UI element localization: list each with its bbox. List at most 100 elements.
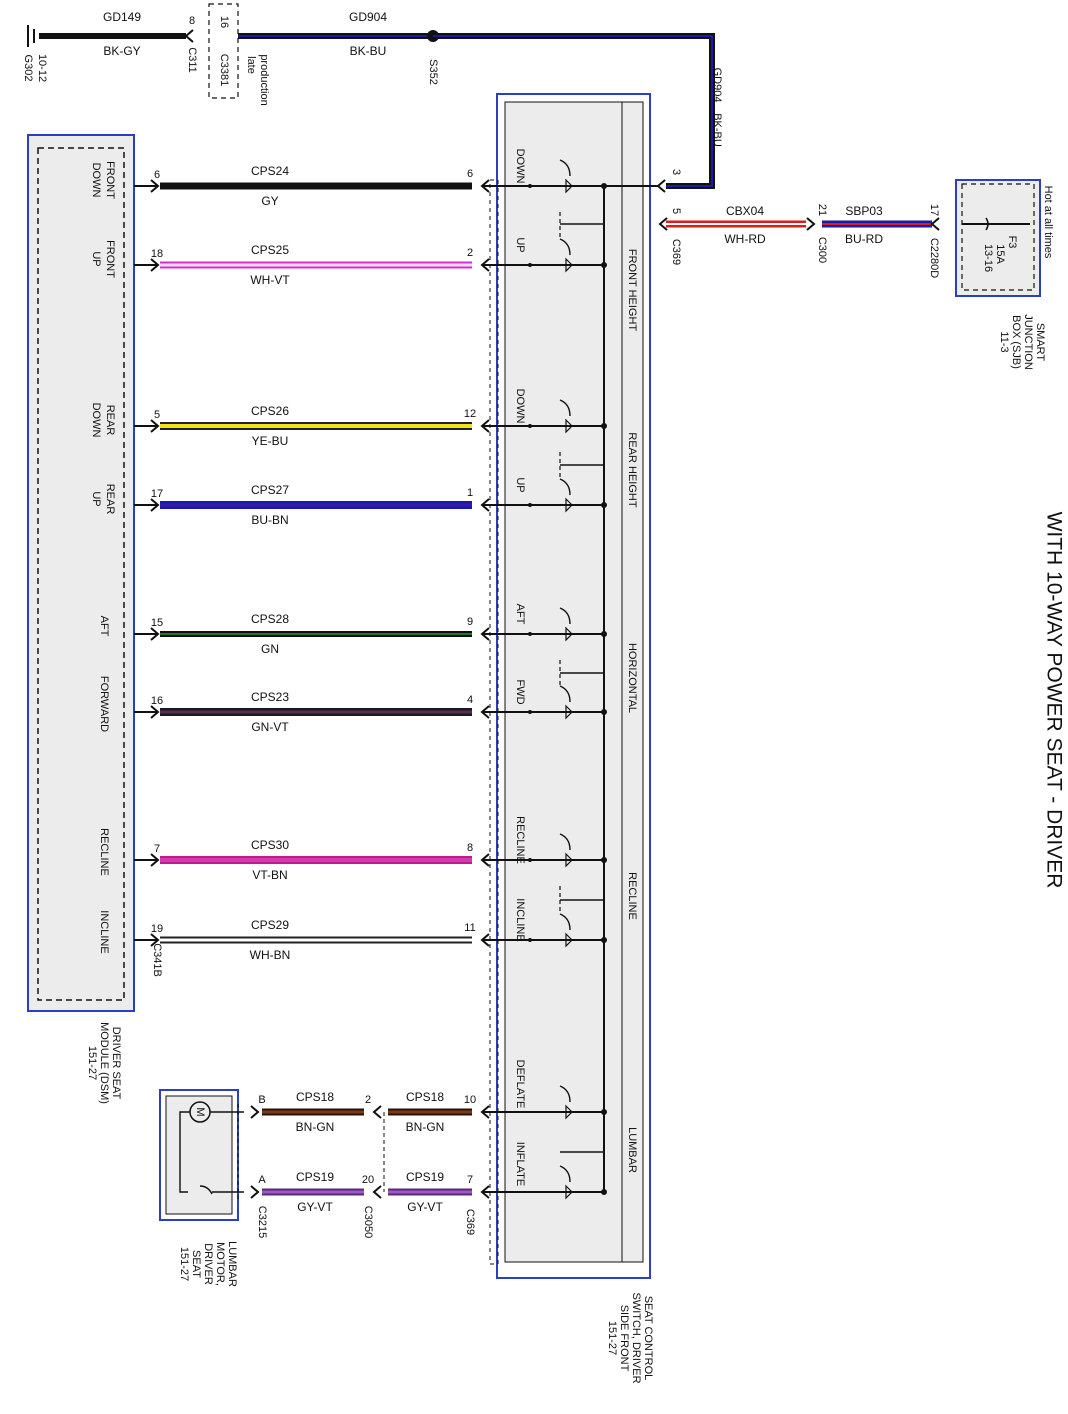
wire-color-label: BN-GN <box>406 1120 445 1134</box>
switch-contact <box>559 238 571 256</box>
wire-circuit-label: CPS25 <box>251 243 289 257</box>
fuse-amp: 15A <box>994 244 1006 264</box>
switch-position-label: AFT <box>514 604 526 625</box>
junction-dot <box>601 423 607 429</box>
connector-name: C3381 <box>218 54 230 86</box>
switch-contact <box>559 478 571 496</box>
connector-pin: 17 <box>928 204 940 216</box>
switch-contact <box>565 704 573 720</box>
lumbar-motor-label: MOTOR, <box>214 1242 226 1286</box>
connector-pin: 9 <box>467 616 473 628</box>
connector-name: C300 <box>816 237 828 263</box>
connector-pin: B <box>258 1094 265 1106</box>
connector-arrow <box>930 217 940 231</box>
wire-gd904-vertical <box>433 35 713 187</box>
connector-pin: 6 <box>467 168 473 180</box>
wire-circuit-label: CPS29 <box>251 918 289 932</box>
lumbar-motor-label: LUMBAR <box>226 1241 238 1287</box>
wire-color-label: BU-BN <box>251 513 288 527</box>
junction-dot <box>601 1189 607 1195</box>
wire-circuit-label: GD149 <box>103 10 141 24</box>
junction-dot <box>601 262 607 268</box>
lumbar-motor-label: SEAT <box>190 1250 202 1278</box>
switch-contact <box>565 497 573 513</box>
dsm-circuit-label: REAR <box>104 484 116 515</box>
switch-group-label: REAR HEIGHT <box>626 432 638 507</box>
connector-pin: A <box>258 1174 266 1186</box>
wire-color-label: YE-BU <box>252 434 289 448</box>
connector-note: late <box>245 56 257 74</box>
junction-dot <box>601 183 607 189</box>
sjb-label: BOX (SJB) <box>1010 315 1022 369</box>
switch-contact <box>565 852 573 868</box>
connector-arrow <box>372 1105 382 1119</box>
connector-pin: 2 <box>467 247 473 259</box>
junction-dot <box>528 184 532 188</box>
connector-pin: 11 <box>464 922 475 934</box>
wire-color-label: GN <box>261 642 279 656</box>
junction-dot <box>601 709 607 715</box>
wire-color-label: VT-BN <box>252 868 287 882</box>
lumbar-motor-label: 151-27 <box>178 1247 190 1281</box>
connector-pin: 20 <box>362 1174 374 1186</box>
wire-color-label: GY <box>261 194 278 208</box>
switch-contact <box>565 418 573 434</box>
fuse-page: 13-16 <box>982 244 994 272</box>
wire-color-label: BN-GN <box>296 1120 335 1134</box>
connector-arrow <box>184 29 194 43</box>
switch-contact <box>559 607 571 625</box>
switch-position-label: INFLATE <box>514 1142 526 1186</box>
connector-name: C369 <box>464 1209 476 1235</box>
junction-dot <box>528 424 532 428</box>
wire-circuit-label: CPS23 <box>251 690 289 704</box>
switch-group-label: FRONT HEIGHT <box>626 249 638 332</box>
wire-circuit-label: CPS18 <box>406 1090 444 1104</box>
junction-dot <box>601 1109 607 1115</box>
switch-position-label: RECLINE <box>514 816 526 864</box>
sjb-inner-box <box>961 183 1035 291</box>
wire-color-label: WH-BN <box>250 948 291 962</box>
wire-circuit-label: CPS24 <box>251 164 289 178</box>
junction-dot <box>528 710 532 714</box>
connector-pin: 7 <box>467 1174 473 1186</box>
wire-color-label: BK-BU <box>711 113 723 147</box>
connector-pin: 5 <box>670 208 682 214</box>
junction-dot <box>528 632 532 636</box>
connector-pin: 10 <box>464 1094 476 1106</box>
switch-position-label: INCLINE <box>514 898 526 941</box>
sjb-box <box>955 179 1041 297</box>
wire-circuit-label: CBX04 <box>726 204 764 218</box>
switch-position-label: DEFLATE <box>514 1060 526 1109</box>
switch-group-label: HORIZONTAL <box>626 643 638 713</box>
fuse-symbol <box>985 217 989 231</box>
junction-dot <box>601 631 607 637</box>
junction-dot <box>601 857 607 863</box>
dsm-label: DRIVER SEAT <box>110 1027 122 1100</box>
dsm-circuit-label: DOWN <box>90 163 102 198</box>
switch-contact <box>559 399 571 417</box>
switch-contact <box>565 932 573 948</box>
dsm-circuit-label: DOWN <box>90 403 102 438</box>
switch-inner-box <box>504 101 644 1263</box>
junction-dot <box>601 502 607 508</box>
connector-name: C311 <box>186 47 198 72</box>
dsm-circuit-label: RECLINE <box>98 828 110 876</box>
switch-contact <box>565 626 573 642</box>
lumbar-motor-label: DRIVER <box>202 1243 214 1285</box>
connector-pin: 17 <box>151 488 163 500</box>
connector-pin: 21 <box>816 204 828 216</box>
dsm-circuit-label: REAR <box>104 405 116 436</box>
dsm-circuit-label: UP <box>90 491 102 506</box>
connector-pin: 16 <box>151 695 163 707</box>
switch-label: SEAT CONTROL <box>642 1296 654 1381</box>
switch-contact <box>559 1085 571 1103</box>
ground-page: 10-12 <box>36 54 48 82</box>
sjb-label: 11-3 <box>998 331 1010 352</box>
dsm-circuit-label: FORWARD <box>98 676 110 732</box>
connector-pin: 6 <box>154 169 160 181</box>
wire-circuit-label: CPS28 <box>251 612 289 626</box>
connector-pin: 19 <box>151 923 163 935</box>
connector-pin: 7 <box>154 843 160 855</box>
